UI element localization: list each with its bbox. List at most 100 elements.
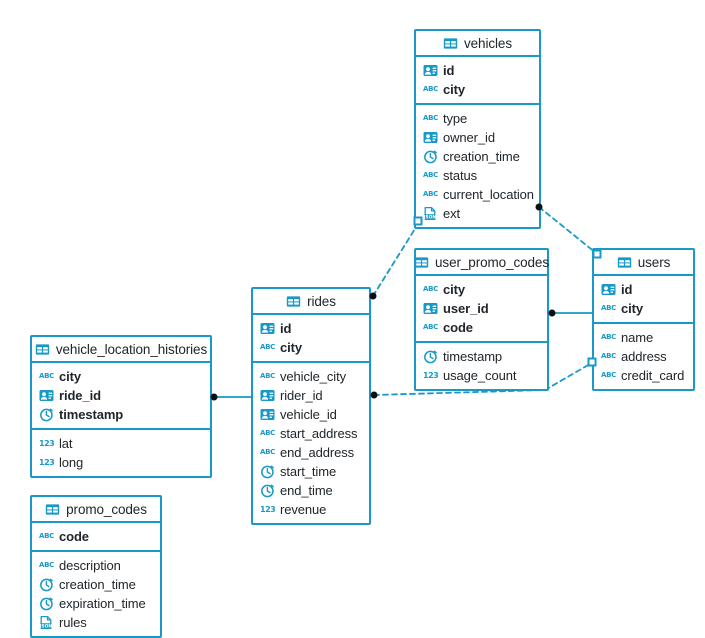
123-number-icon: 123 [423, 371, 439, 380]
column-name: revenue [280, 502, 327, 517]
relationship-edge-rides-to-vehicles[interactable] [372, 223, 419, 297]
abc-text-icon: ABC [601, 371, 616, 379]
clock-icon [423, 349, 438, 364]
column-name: owner_id [443, 130, 495, 145]
column-row[interactable]: expiration_time [32, 594, 160, 613]
edge-endpoint-dot-rides-to-vehicles [369, 292, 377, 300]
id-card-icon [601, 282, 616, 297]
edge-endpoint-notch-rides-to-users [587, 357, 597, 367]
column-name: city [621, 301, 644, 316]
table-title: promo_codes [66, 501, 147, 517]
relationship-edge-vehicles-to-users[interactable] [538, 206, 597, 254]
id-card-icon [423, 301, 438, 316]
edge-endpoint-dot-rides-to-users [370, 391, 378, 399]
column-row[interactable]: vehicle_id [253, 405, 369, 424]
123-number-icon: 123 [39, 458, 55, 467]
primary-key-row[interactable]: id [253, 319, 369, 338]
abc-text-icon: ABC [260, 372, 275, 380]
column-name: ext [443, 206, 461, 221]
json-document-icon: JSON [423, 206, 438, 221]
column-name: id [443, 63, 455, 78]
column-name: code [59, 529, 89, 544]
abc-text-icon: ABC [601, 352, 616, 360]
column-row[interactable]: 123 usage_count [416, 366, 547, 385]
primary-key-row[interactable]: user_id [416, 299, 547, 318]
column-row[interactable]: owner_id [416, 128, 539, 147]
column-row[interactable]: creation_time [32, 575, 160, 594]
table-header-user_promo_codes[interactable]: user_promo_codes [414, 250, 549, 276]
column-row[interactable]: ABC address [594, 347, 693, 366]
primary-key-row[interactable]: id [416, 61, 539, 80]
column-name: address [621, 349, 667, 364]
123-number-icon: 123 [39, 439, 55, 448]
column-name: user_id [443, 301, 489, 316]
table-header-promo_codes[interactable]: promo_codes [32, 497, 160, 523]
abc-text-icon: ABC [423, 323, 438, 331]
column-name: city [443, 282, 466, 297]
primary-key-row[interactable]: ride_id [32, 386, 210, 405]
abc-text-icon: ABC [423, 285, 438, 293]
column-row[interactable]: JSON ext [416, 204, 539, 223]
column-name: end_address [280, 445, 355, 460]
table-header-vehicles[interactable]: vehicles [416, 31, 539, 57]
table-grid-icon [443, 36, 458, 51]
column-row[interactable]: 123 long [32, 453, 210, 472]
column-row[interactable]: creation_time [416, 147, 539, 166]
column-row[interactable]: timestamp [416, 347, 547, 366]
column-row[interactable]: end_time [253, 481, 369, 500]
column-section: timestamp 123 usage_count [416, 343, 547, 389]
table-header-rides[interactable]: rides [253, 289, 369, 315]
column-name: usage_count [443, 368, 517, 383]
column-row[interactable]: start_time [253, 462, 369, 481]
primary-key-row[interactable]: timestamp [32, 405, 210, 424]
column-name: name [621, 330, 654, 345]
column-name: city [59, 369, 82, 384]
table-header-vehicle_location_histories[interactable]: vehicle_location_histories [32, 337, 210, 363]
table-title: vehicles [464, 35, 512, 51]
column-name: vehicle_id [280, 407, 337, 422]
column-name: start_address [280, 426, 358, 441]
table-header-users[interactable]: users [594, 250, 693, 276]
column-name: ride_id [59, 388, 101, 403]
column-name: long [59, 455, 84, 470]
json-document-icon: JSON [39, 615, 54, 630]
primary-key-row[interactable]: ABC city [416, 280, 547, 299]
column-name: current_location [443, 187, 534, 202]
column-row[interactable]: rider_id [253, 386, 369, 405]
column-name: creation_time [443, 149, 520, 164]
column-name: timestamp [59, 407, 124, 422]
clock-icon [39, 577, 54, 592]
primary-key-row[interactable]: id [594, 280, 693, 299]
